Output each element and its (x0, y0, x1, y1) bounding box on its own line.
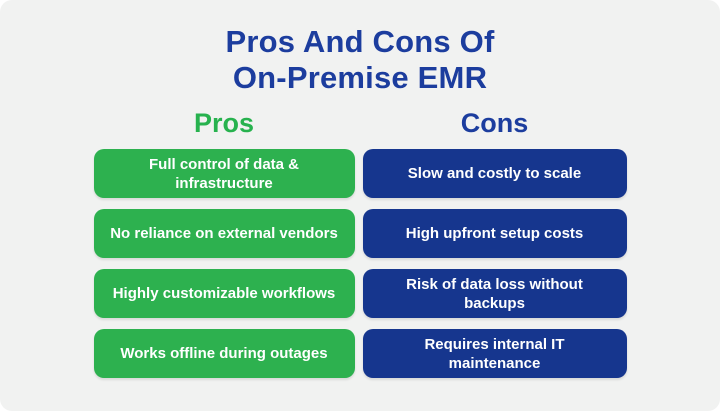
cons-item-4: Requires internal IT maintenance (362, 329, 627, 378)
cons-column: Cons Slow and costly to scale High upfro… (362, 106, 627, 389)
pros-item-1: Full control of data & infrastructure (93, 149, 355, 198)
title-line-2: On-Premise EMR (232, 60, 488, 95)
pros-item-2: No reliance on external vendors (93, 209, 355, 258)
pros-cons-columns: Pros Full control of data & infrastructu… (0, 106, 720, 389)
cons-item-1: Slow and costly to scale (362, 149, 627, 198)
cons-item-3: Risk of data loss without backups (362, 269, 627, 318)
pros-column-header: Pros (193, 108, 255, 138)
page-title: Pros And Cons Of On-Premise EMR (0, 0, 720, 96)
title-line-1: Pros And Cons Of (225, 24, 495, 59)
cons-item-2: High upfront setup costs (362, 209, 627, 258)
pros-item-3: Highly customizable workflows (93, 269, 355, 318)
cons-column-header: Cons (460, 108, 529, 138)
pros-column: Pros Full control of data & infrastructu… (93, 106, 355, 389)
pros-item-4: Works offline during outages (93, 329, 355, 378)
